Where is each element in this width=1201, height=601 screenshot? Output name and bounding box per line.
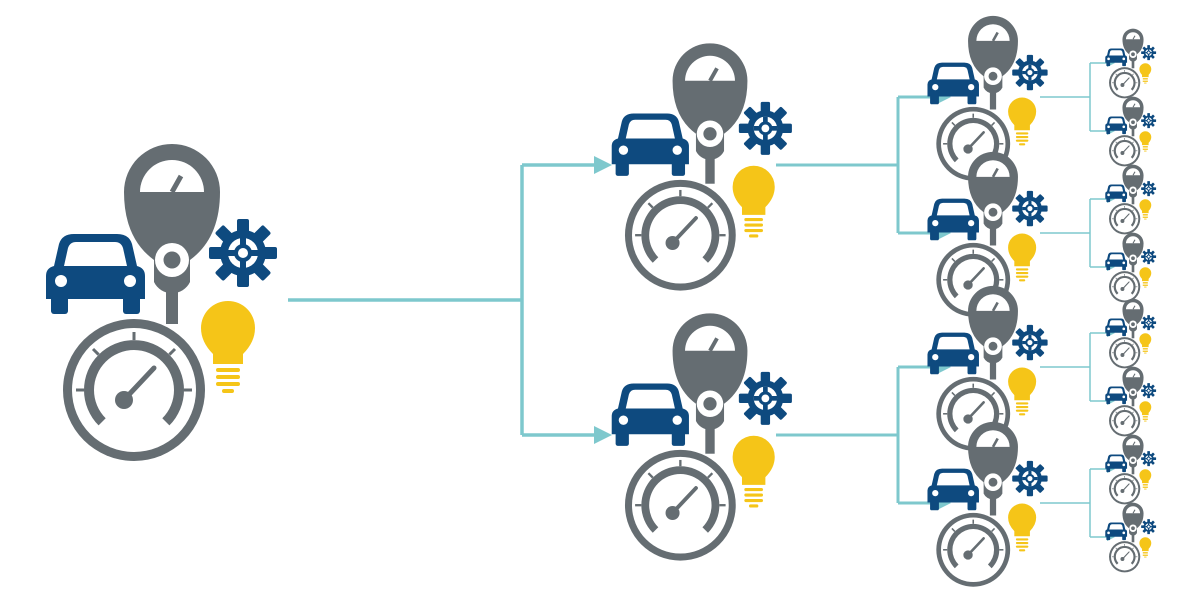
connector bbox=[1040, 195, 1115, 271]
connector bbox=[1040, 59, 1115, 135]
arrow-head bbox=[594, 156, 612, 174]
icon-cluster bbox=[609, 311, 794, 563]
icon-cluster bbox=[609, 41, 794, 293]
connector-lines bbox=[288, 59, 1115, 541]
arrow-head bbox=[594, 426, 612, 444]
connector bbox=[1040, 465, 1115, 541]
connector bbox=[288, 156, 612, 444]
icon-cluster bbox=[46, 144, 277, 461]
connector bbox=[776, 90, 951, 240]
icon-clusters bbox=[46, 14, 1157, 589]
connector bbox=[776, 360, 951, 510]
connector bbox=[1040, 329, 1115, 405]
